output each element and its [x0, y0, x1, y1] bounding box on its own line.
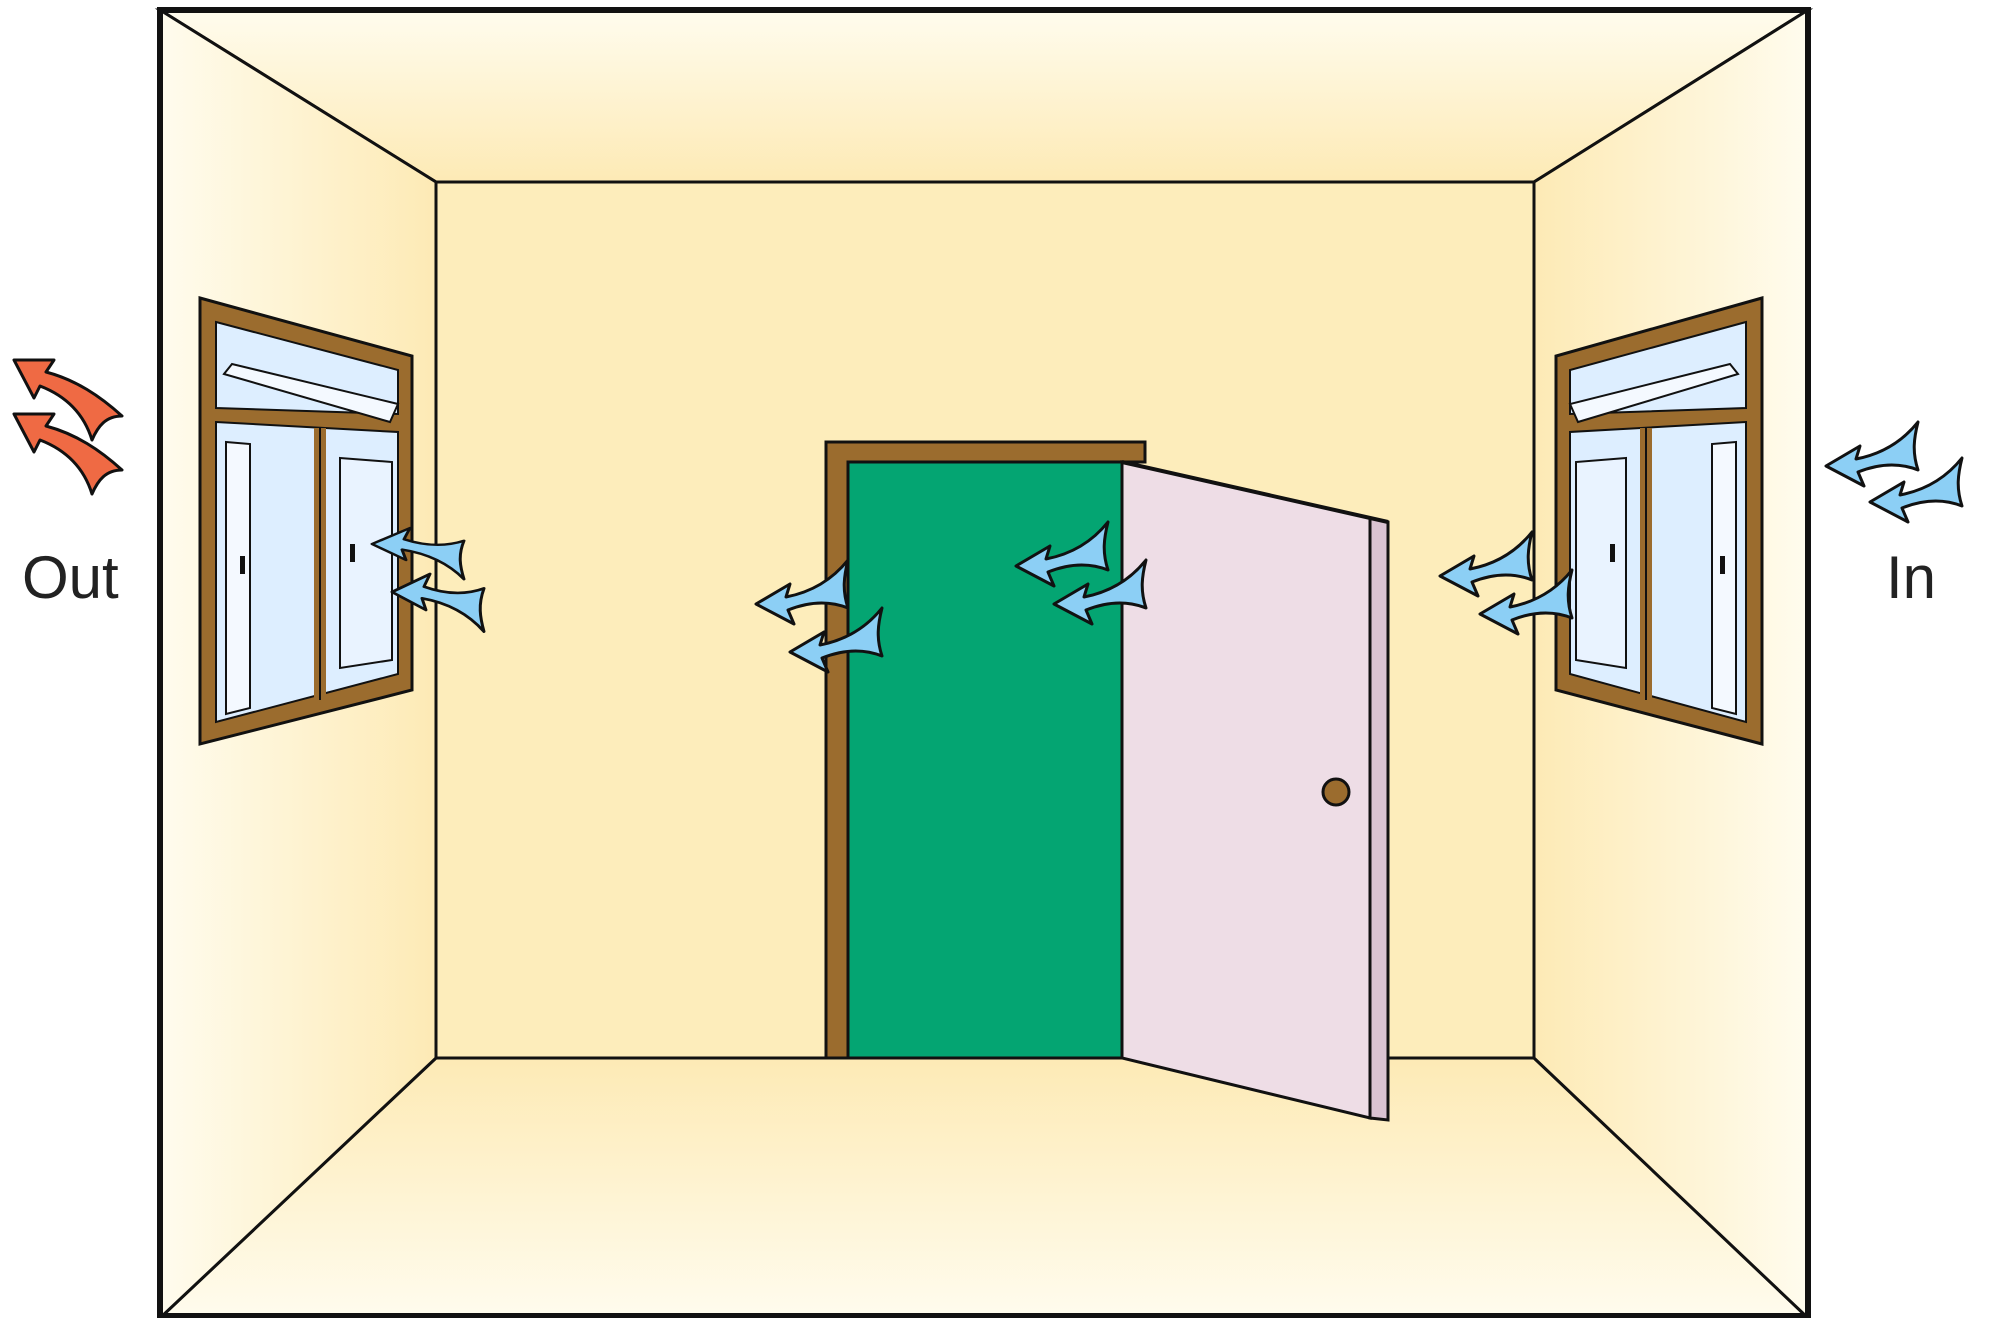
left-window — [200, 298, 412, 744]
airflow-out-arrow — [14, 414, 122, 494]
door-knob-icon — [1323, 779, 1349, 805]
ceiling — [160, 10, 1808, 182]
in-label: In — [1886, 548, 1936, 608]
airflow-in-arrow — [1826, 422, 1918, 486]
right-window — [1556, 298, 1762, 744]
door-leaf — [1122, 462, 1388, 1120]
out-label: Out — [22, 548, 119, 608]
floor — [160, 1058, 1808, 1318]
